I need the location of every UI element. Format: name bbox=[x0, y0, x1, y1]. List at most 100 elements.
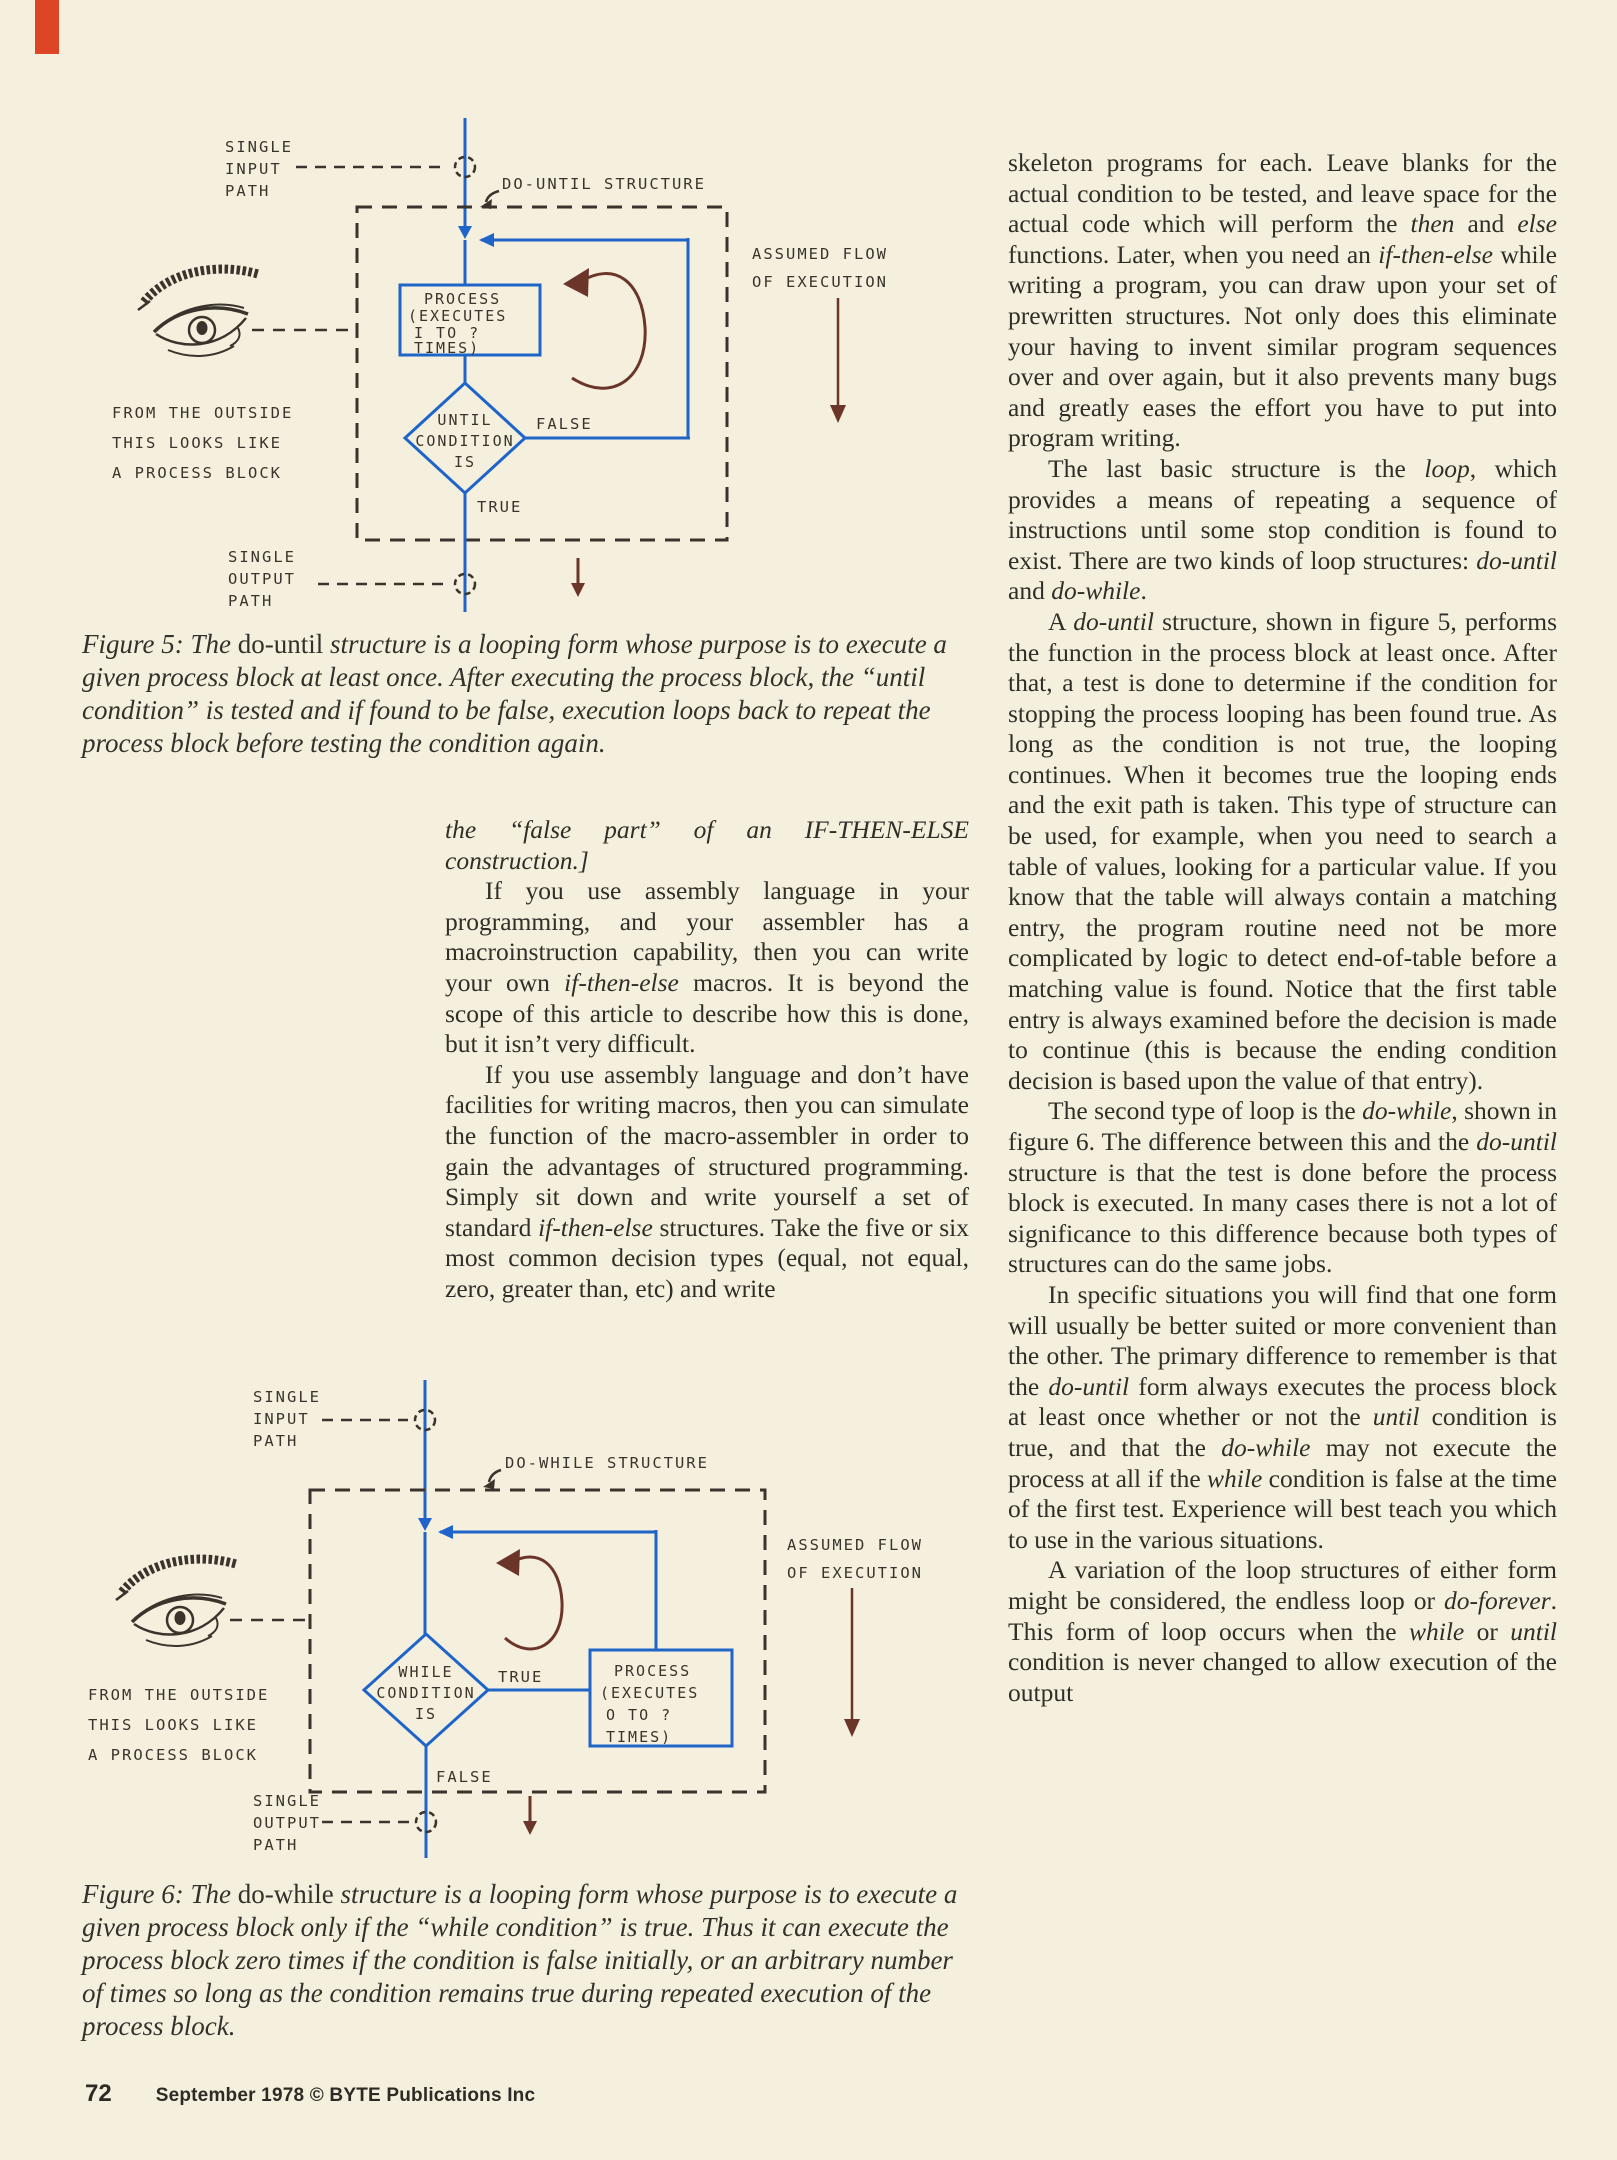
false-label: FALSE bbox=[536, 415, 593, 433]
text-segment: In specific situations you will find tha… bbox=[1008, 1279, 1557, 1401]
single-input-path-label: PATH bbox=[253, 1432, 298, 1450]
text-segment: condition is false at the time of the fi… bbox=[1008, 1463, 1557, 1554]
title-pointer-line bbox=[487, 1468, 502, 1483]
text-segment: , shown in figure 6. The difference betw… bbox=[1008, 1096, 1557, 1156]
text-segment: The second type of loop is the bbox=[1048, 1096, 1363, 1126]
process-box bbox=[398, 283, 542, 357]
single-output-path-label: PATH bbox=[228, 592, 273, 610]
article-column-right: skeleton programs for each. Leave blanks… bbox=[1008, 148, 1557, 1708]
single-input-path-label: PATH bbox=[225, 182, 270, 200]
single-input-path-label: SINGLE bbox=[253, 1388, 321, 1406]
text-segment: do-until bbox=[1073, 606, 1154, 636]
text-segment: functions. Later, when you need an bbox=[1008, 239, 1379, 269]
single-output-path-label: OUTPUT bbox=[253, 1814, 321, 1832]
text-segment: do-until bbox=[1476, 1127, 1557, 1156]
text-segment: then bbox=[1410, 209, 1455, 239]
figure6-title: DO-WHILE STRUCTURE bbox=[505, 1454, 709, 1472]
true-label: TRUE bbox=[477, 498, 522, 516]
figure6-caption: Figure 6: The do-while structure is a lo… bbox=[82, 1878, 962, 2043]
process-box bbox=[588, 1648, 734, 1748]
single-input-path-label: INPUT bbox=[253, 1410, 310, 1428]
copyright-credit: September 1978 © BYTE Publications Inc bbox=[155, 2085, 536, 2106]
process-box-label: O TO ? bbox=[606, 1706, 672, 1724]
text-segment: do-while bbox=[237, 1879, 334, 1909]
arrowhead-left-icon bbox=[438, 1525, 453, 1539]
output-connector-icon bbox=[453, 572, 477, 596]
article-column-middle: the “false part” of an IF-THEN-ELSE cons… bbox=[445, 815, 969, 1305]
paragraph: The second type of loop is the do-while,… bbox=[1008, 1096, 1557, 1280]
paragraph: skeleton programs for each. Leave blanks… bbox=[1008, 148, 1557, 454]
outside-note: FROM THE OUTSIDE bbox=[88, 1686, 269, 1704]
text-segment: The last basic structure is the bbox=[1048, 453, 1425, 483]
single-input-path-label: INPUT bbox=[225, 160, 282, 178]
text-segment: structure is that the test is done befor… bbox=[1008, 1157, 1557, 1279]
arrowhead-down-icon bbox=[458, 226, 472, 239]
process-box-label: I TO ? bbox=[414, 324, 480, 342]
loop-arrow-icon bbox=[571, 272, 647, 390]
assumed-flow-label: ASSUMED FLOW bbox=[752, 245, 888, 263]
loop-arrow-icon bbox=[504, 1555, 564, 1651]
decision-diamond bbox=[402, 380, 528, 496]
single-output-path-label: PATH bbox=[253, 1836, 298, 1854]
decision-label: UNTIL bbox=[437, 411, 492, 429]
loop-arrowhead-icon bbox=[563, 268, 589, 297]
text-segment: loop bbox=[1424, 453, 1470, 483]
text-segment: , which provides a means of repeating a … bbox=[1008, 453, 1558, 575]
text-segment: form always executes the process block a… bbox=[1008, 1371, 1557, 1432]
output-connector-icon bbox=[414, 1810, 438, 1834]
text-segment: if-then-else bbox=[1378, 239, 1493, 269]
arrowhead-icon bbox=[483, 1479, 495, 1489]
figure5-caption: Figure 5: The do-until structure is a lo… bbox=[82, 628, 954, 760]
arrowhead-down-icon bbox=[844, 1719, 860, 1737]
process-box-label: PROCESS bbox=[614, 1662, 691, 1680]
text-segment: until bbox=[1510, 1616, 1557, 1646]
structure-boundary bbox=[308, 1488, 767, 1794]
process-box-label: PROCESS bbox=[424, 290, 501, 308]
text-segment: do-until bbox=[1048, 1371, 1130, 1401]
text-segment: macros. It is beyond the scope of this a… bbox=[445, 967, 969, 1059]
true-label: TRUE bbox=[498, 1668, 543, 1686]
page-footer: 72 September 1978 © BYTE Publications In… bbox=[85, 2080, 535, 2108]
text-segment: skeleton programs for each. Leave blanks… bbox=[1008, 148, 1557, 239]
outside-note: A PROCESS BLOCK bbox=[88, 1746, 258, 1764]
decision-label: CONDITION bbox=[415, 432, 514, 450]
single-input-path-label: SINGLE bbox=[225, 138, 293, 156]
text-segment: A bbox=[1048, 606, 1074, 636]
text-segment: A variation of the loop structures of ei… bbox=[1008, 1555, 1557, 1615]
text-segment: Figure 6: The bbox=[82, 1879, 238, 1909]
text-segment: do-while bbox=[1051, 576, 1141, 606]
text-segment: while bbox=[1207, 1463, 1263, 1493]
text-segment: do-until bbox=[237, 629, 324, 659]
outside-note: A PROCESS BLOCK bbox=[112, 464, 282, 482]
single-output-path-label: OUTPUT bbox=[228, 570, 296, 588]
process-box-label: TIMES) bbox=[606, 1728, 672, 1746]
text-segment: while writing a program, you can draw up… bbox=[1008, 239, 1557, 453]
structure-boundary bbox=[355, 205, 729, 542]
outside-note: THIS LOOKS LIKE bbox=[112, 434, 282, 452]
decision-label: IS bbox=[454, 453, 476, 471]
input-connector-icon bbox=[453, 155, 477, 179]
text-segment: do-while bbox=[1362, 1096, 1452, 1126]
text-segment: . This form of loop occurs when the bbox=[1008, 1585, 1557, 1646]
text-segment: do-until bbox=[1476, 545, 1557, 575]
paragraph: In specific situations you will find tha… bbox=[1008, 1280, 1557, 1555]
paragraph: Figure 6: The do-while structure is a lo… bbox=[82, 1878, 962, 2043]
arrowhead-down-icon bbox=[523, 1821, 537, 1835]
paragraph: the “false part” of an IF-THEN-ELSE cons… bbox=[445, 815, 969, 876]
process-box-label: (EXECUTES bbox=[600, 1684, 699, 1702]
text-segment: do-while bbox=[1221, 1432, 1311, 1462]
eye-illustration bbox=[115, 1554, 238, 1647]
title-pointer-line bbox=[484, 189, 500, 203]
arrowhead-left-icon bbox=[479, 233, 494, 247]
arrowhead-down-icon bbox=[418, 1518, 432, 1531]
process-box-label: (EXECUTES bbox=[408, 307, 507, 325]
text-segment: condition is true, and that the bbox=[1008, 1402, 1557, 1462]
assumed-flow-label: ASSUMED FLOW bbox=[787, 1536, 923, 1554]
text-segment: condition is never changed to allow exec… bbox=[1008, 1647, 1557, 1707]
single-output-path-label: SINGLE bbox=[228, 548, 296, 566]
paragraph: Figure 5: The do-until structure is a lo… bbox=[82, 628, 954, 760]
text-segment: or bbox=[1464, 1616, 1511, 1646]
decision-label: WHILE bbox=[398, 1663, 453, 1681]
text-segment: until bbox=[1372, 1402, 1420, 1432]
